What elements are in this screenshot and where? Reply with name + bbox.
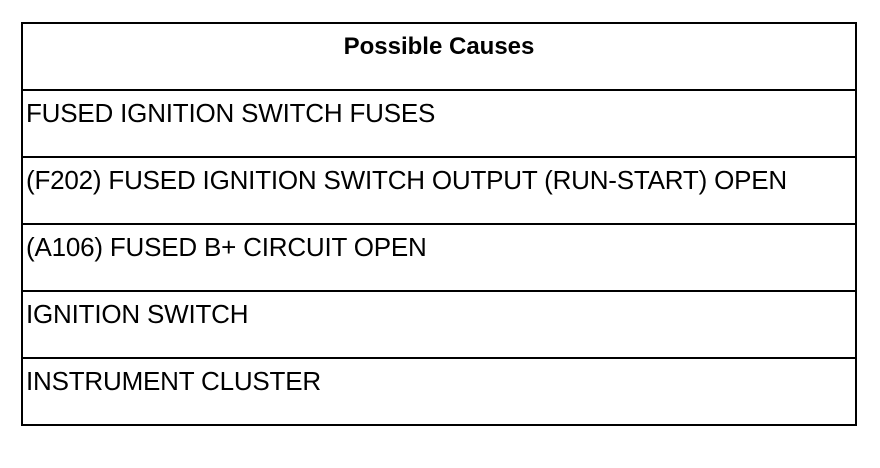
- cause-cell: (A106) FUSED B+ CIRCUIT OPEN: [21, 223, 857, 292]
- table-header-row: Possible Causes: [21, 22, 857, 91]
- table-row: FUSED IGNITION SWITCH FUSES: [21, 89, 857, 158]
- cause-cell: IGNITION SWITCH: [21, 290, 857, 359]
- cause-cell: FUSED IGNITION SWITCH FUSES: [21, 89, 857, 158]
- table-row: (F202) FUSED IGNITION SWITCH OUTPUT (RUN…: [21, 156, 857, 225]
- table-row: IGNITION SWITCH: [21, 290, 857, 359]
- cause-cell: (F202) FUSED IGNITION SWITCH OUTPUT (RUN…: [21, 156, 857, 225]
- table-row: INSTRUMENT CLUSTER: [21, 357, 857, 426]
- table-header-possible-causes: Possible Causes: [21, 22, 857, 91]
- possible-causes-table: Possible Causes FUSED IGNITION SWITCH FU…: [21, 22, 857, 426]
- table-row: (A106) FUSED B+ CIRCUIT OPEN: [21, 223, 857, 292]
- cause-cell: INSTRUMENT CLUSTER: [21, 357, 857, 426]
